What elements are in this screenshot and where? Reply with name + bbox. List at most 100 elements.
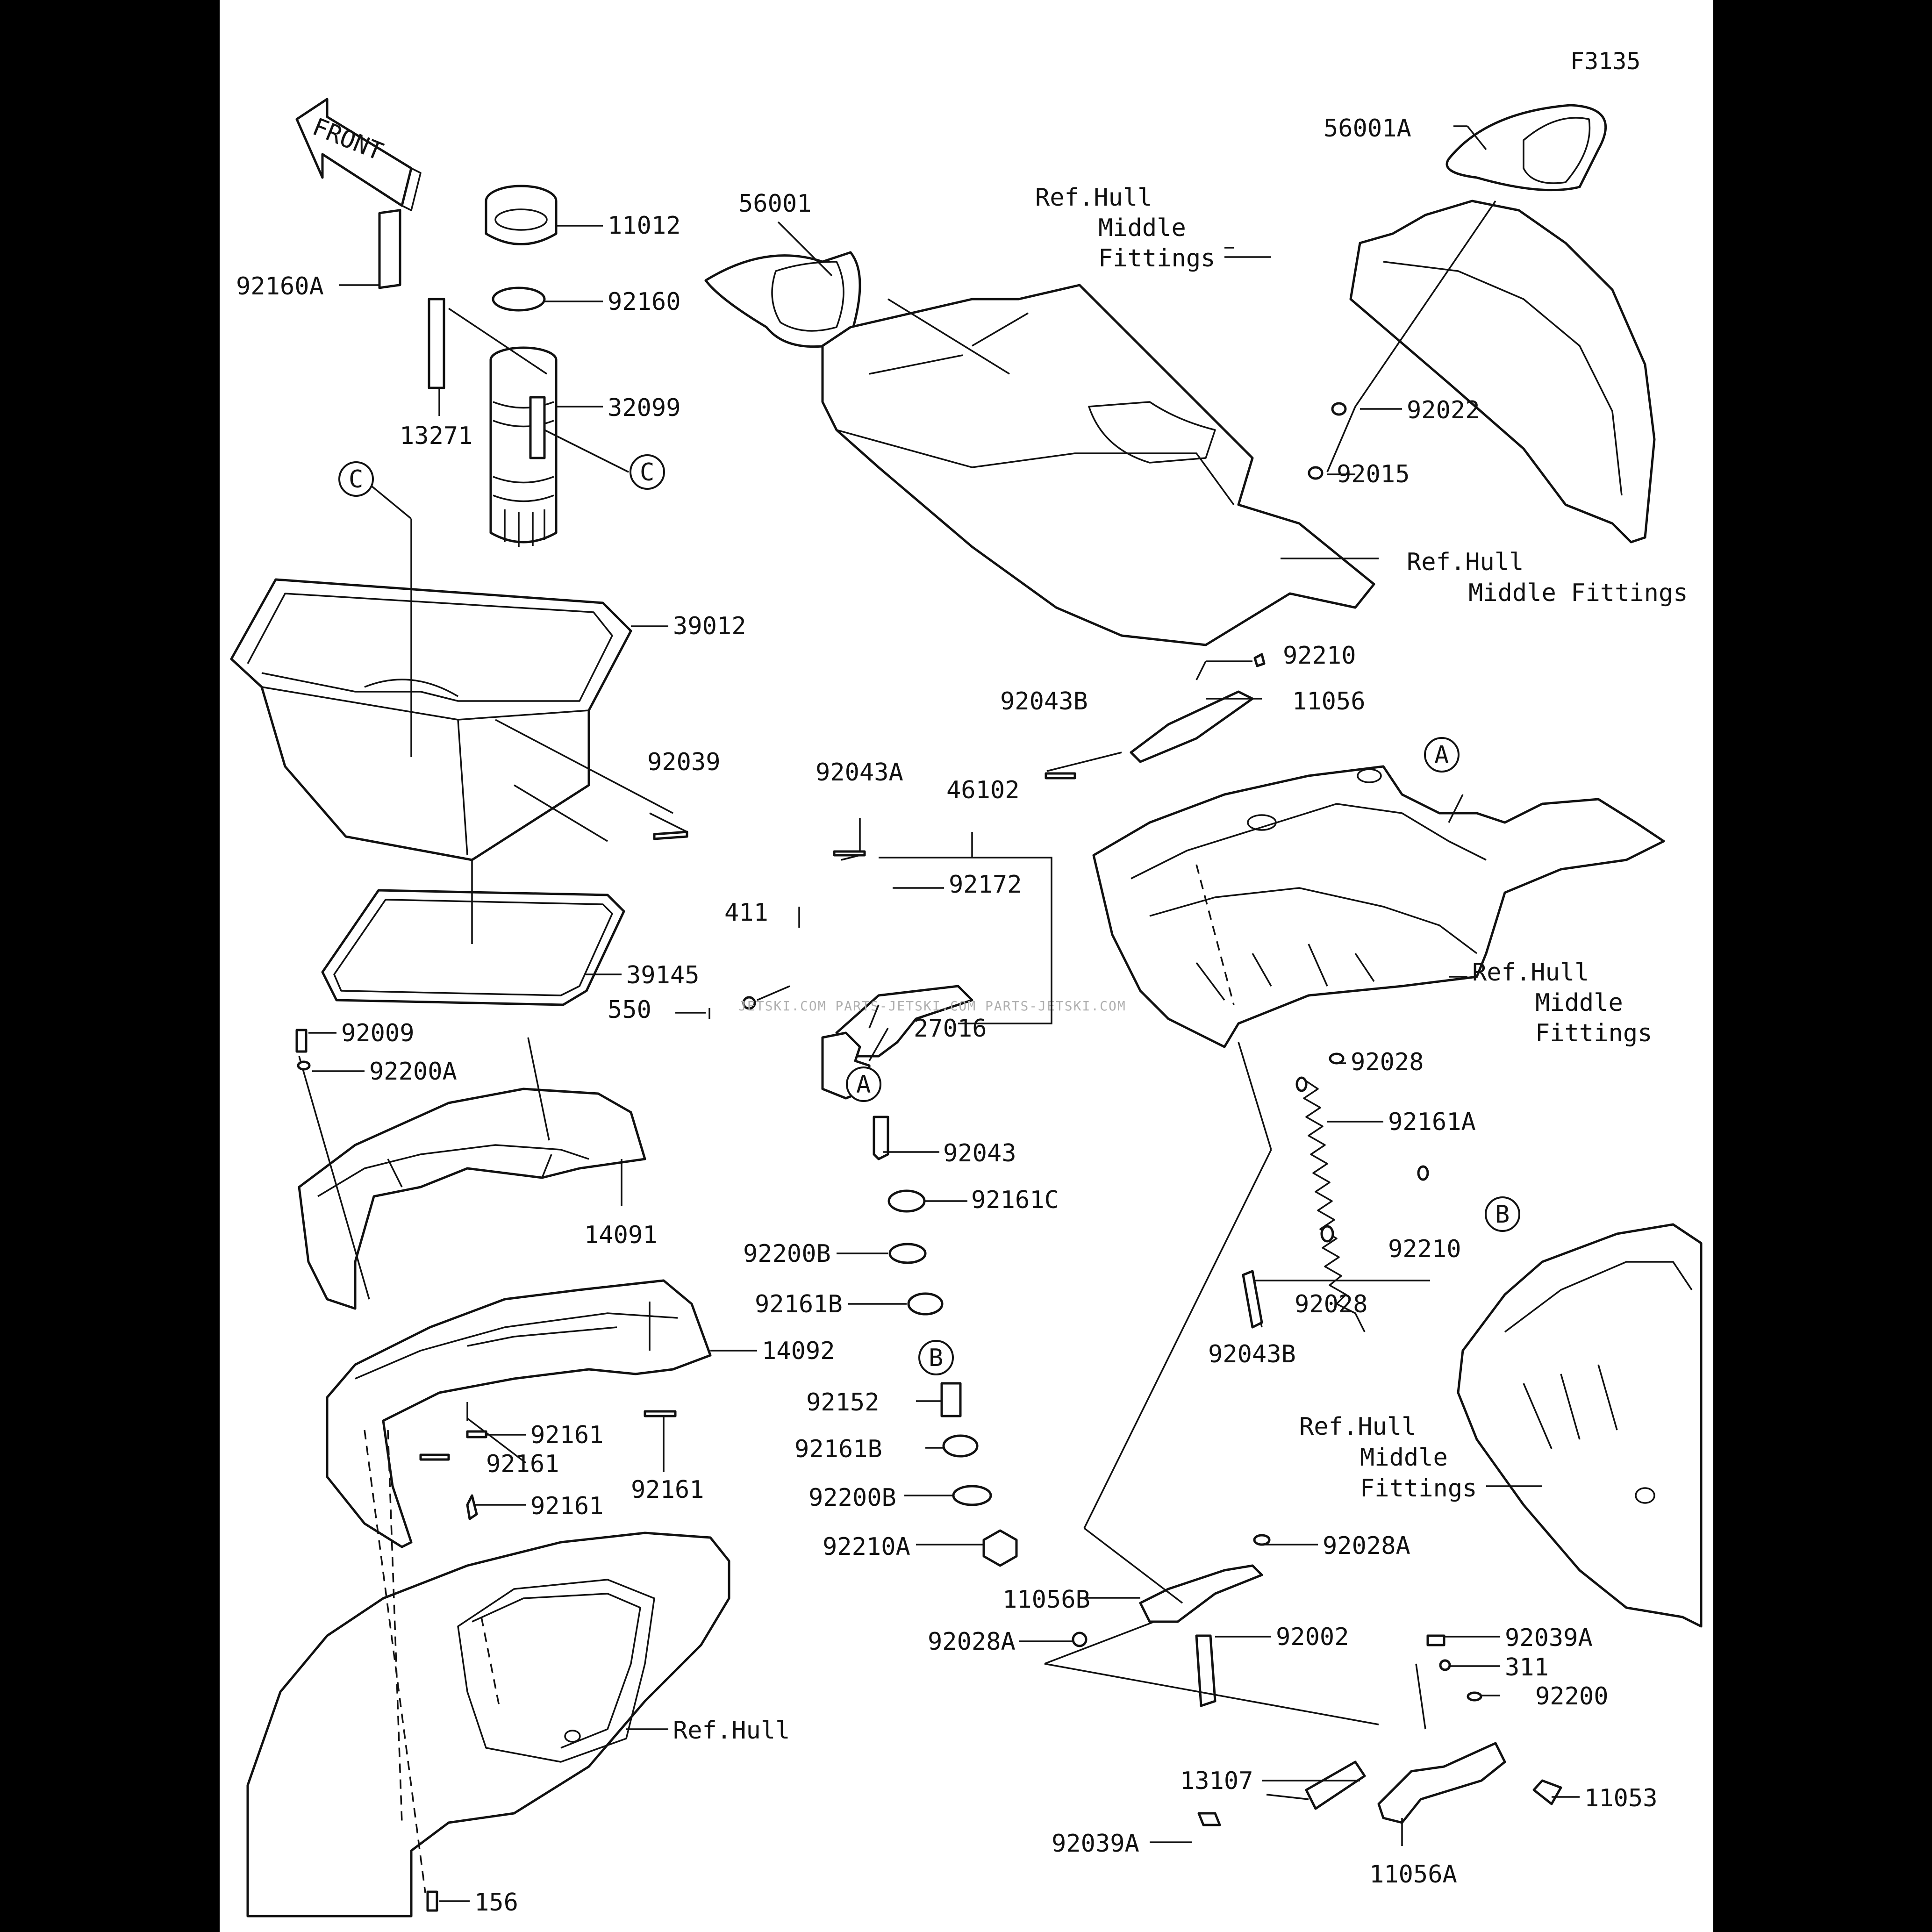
label-92043B-top: 92043B <box>1000 687 1088 716</box>
label-92161B-1: 92161B <box>755 1290 843 1318</box>
label-39012: 39012 <box>673 612 746 640</box>
label-92200A: 92200A <box>369 1058 457 1086</box>
label-ref-middle-2-line2: Middle Fittings <box>1468 579 1688 607</box>
label-92161-2: 92161 <box>486 1450 559 1478</box>
label-156: 156 <box>474 1889 518 1917</box>
part-39145-gasket <box>321 889 625 1006</box>
label-ref-middle-3-line1: Ref.Hull <box>1472 959 1589 987</box>
label-11056A: 11056A <box>1369 1860 1457 1889</box>
label-ref-middle-4-line2: Middle <box>1360 1444 1448 1472</box>
label-ref-middle-3-line3: Fittings <box>1535 1019 1652 1047</box>
callout-B-1: B <box>918 1340 954 1375</box>
label-13107: 13107 <box>1180 1767 1253 1795</box>
label-27016: 27016 <box>914 1015 987 1043</box>
part-39012-storage-bin <box>230 578 632 861</box>
part-13271-bracket <box>428 298 445 389</box>
label-311: 311 <box>1505 1653 1549 1682</box>
label-92161C: 92161C <box>971 1186 1059 1214</box>
part-92161C-grommet <box>887 1189 926 1213</box>
label-92200B-1: 92200B <box>743 1240 831 1268</box>
label-92210-top: 92210 <box>1283 642 1356 670</box>
label-ref-middle-1-line2: Middle <box>1098 214 1186 242</box>
part-92200B-washer-2 <box>952 1485 992 1506</box>
label-13271: 13271 <box>400 422 473 450</box>
front-arrow: FRONT <box>295 98 422 211</box>
label-92200B-2: 92200B <box>809 1484 896 1512</box>
callout-C-2: C <box>630 454 665 490</box>
label-92210-mid: 92210 <box>1388 1235 1461 1263</box>
label-92161B-2: 92161B <box>794 1435 882 1463</box>
svg-text:B: B <box>1495 1201 1510 1229</box>
label-11012: 11012 <box>608 212 681 240</box>
label-92028-mid: 92028 <box>1295 1290 1368 1318</box>
label-92039A-2: 92039A <box>1052 1830 1139 1858</box>
label-46102: 46102 <box>946 776 1020 804</box>
part-14092-cover <box>326 1279 712 1548</box>
part-32099-filler-neck <box>489 346 558 547</box>
label-92043: 92043 <box>943 1139 1016 1167</box>
label-92028A-1: 92028A <box>1323 1532 1410 1560</box>
part-14091-cover <box>298 1088 646 1310</box>
label-92043A: 92043A <box>816 758 903 787</box>
label-92160: 92160 <box>608 288 681 316</box>
dashed-guides <box>364 864 1235 1893</box>
part-11053-cap <box>1532 1779 1562 1805</box>
figure-code: F3135 <box>1570 48 1641 75</box>
ref-middle-fittings-side <box>1457 1223 1703 1628</box>
label-14091: 14091 <box>584 1221 658 1249</box>
label-92160A: 92160A <box>236 272 324 301</box>
label-39145: 39145 <box>626 961 700 989</box>
label-92028A-2: 92028A <box>928 1628 1016 1656</box>
label-32099: 32099 <box>608 394 681 422</box>
ref-middle-fittings-frame <box>1092 765 1665 1048</box>
label-92009: 92009 <box>341 1019 415 1047</box>
label-ref-middle-4-line1: Ref.Hull <box>1299 1413 1416 1441</box>
label-92039: 92039 <box>647 748 721 776</box>
part-11056B-hook <box>1139 1564 1263 1623</box>
label-56001: 56001 <box>738 190 812 218</box>
label-92161-1: 92161 <box>530 1421 604 1449</box>
part-11012-cap <box>485 185 558 245</box>
label-92200: 92200 <box>1535 1682 1609 1710</box>
label-411: 411 <box>724 899 768 927</box>
label-ref-middle-1-line3: Fittings <box>1098 244 1215 272</box>
svg-text:C: C <box>640 458 654 487</box>
label-92015: 92015 <box>1337 460 1410 488</box>
part-92161B-grommet-2 <box>942 1434 979 1458</box>
label-ref-hull: Ref.Hull <box>673 1717 790 1745</box>
label-92028-top: 92028 <box>1351 1048 1424 1076</box>
label-92002: 92002 <box>1276 1623 1349 1651</box>
svg-text:A: A <box>856 1071 871 1099</box>
label-ref-middle-1-line1: Ref.Hull <box>1035 184 1152 212</box>
label-14092: 14092 <box>762 1337 835 1365</box>
label-92161-4: 92161 <box>530 1492 604 1520</box>
svg-text:B: B <box>929 1344 943 1372</box>
svg-text:A: A <box>1434 741 1449 769</box>
part-92161B-grommet-1 <box>907 1292 944 1316</box>
label-11056B: 11056B <box>1002 1586 1090 1614</box>
label-92152: 92152 <box>806 1388 880 1417</box>
fasteners <box>295 402 1482 1912</box>
part-92152-collar <box>940 1382 962 1417</box>
label-56001A: 56001A <box>1324 114 1411 143</box>
part-92160-oring <box>492 286 546 312</box>
watermark: JETSKI.COM PARTS-JETSKI.COM PARTS-JETSKI… <box>738 998 1126 1014</box>
part-92002-bolt <box>1195 1634 1216 1707</box>
callout-A-2: A <box>846 1066 881 1102</box>
part-56001-panel <box>704 251 1375 646</box>
label-92022: 92022 <box>1407 396 1480 424</box>
label-ref-middle-4-line3: Fittings <box>1360 1474 1477 1503</box>
part-11056-bracket <box>1130 690 1254 763</box>
part-92160A-strip <box>378 209 401 289</box>
label-11053: 11053 <box>1584 1784 1658 1812</box>
part-92043-bolt <box>873 1116 889 1160</box>
label-92161-3: 92161 <box>631 1476 704 1504</box>
label-92043B-mid: 92043B <box>1208 1340 1296 1368</box>
part-92210A-nut <box>982 1529 1018 1567</box>
callout-C-1: C <box>338 461 374 497</box>
callout-B-2: B <box>1485 1196 1520 1232</box>
label-92039A-1: 92039A <box>1505 1624 1593 1652</box>
part-411-washer <box>742 996 756 1010</box>
ref-hull-bottom-left <box>246 1531 730 1918</box>
